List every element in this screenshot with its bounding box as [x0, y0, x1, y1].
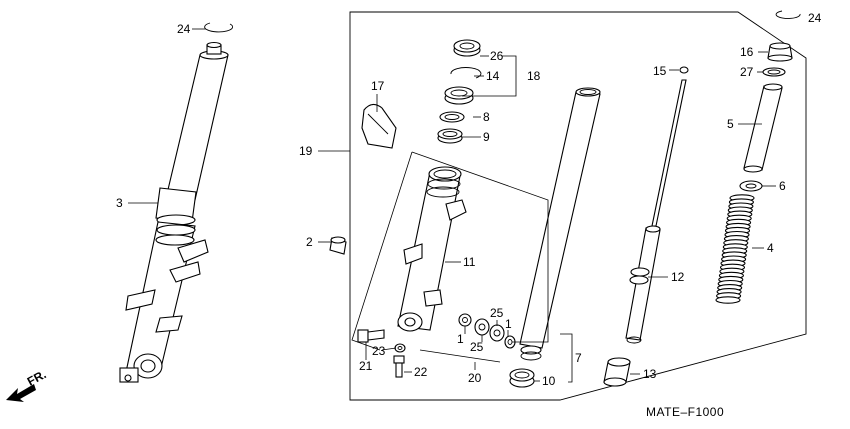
slide-guide-bushing: [437, 128, 463, 144]
callout-27: 27: [740, 65, 754, 79]
spring-coil: [715, 296, 741, 304]
callout-2: 2: [306, 235, 313, 249]
spacer-pipe: [743, 83, 783, 173]
callout-25-upper: 25: [490, 306, 504, 320]
callout-8: 8: [483, 110, 490, 124]
copper-washer: [394, 343, 406, 353]
callout-20: 20: [468, 371, 482, 385]
bracket-7: [560, 333, 573, 383]
direction-label: FR.: [25, 367, 49, 388]
back-up-ring: [439, 111, 465, 123]
callout-3: 3: [116, 196, 123, 210]
stopper-ring: [450, 67, 482, 79]
callout-1-right: 1: [505, 317, 512, 331]
assembled-fork-leg: [119, 41, 229, 383]
front-direction-arrow-icon: [6, 384, 36, 402]
callout-5: 5: [727, 117, 734, 131]
leader-lines: [128, 28, 776, 382]
socket-bolt: [357, 329, 385, 343]
diagram-code: MATE–F1000: [646, 405, 724, 419]
callout-18: 18: [527, 69, 541, 83]
callout-26: 26: [490, 49, 504, 63]
damper-rod: [625, 66, 689, 344]
callout-21: 21: [359, 359, 373, 373]
bushing-left: [474, 318, 490, 336]
slide-bushing: [509, 368, 535, 388]
fork-pipe: [519, 87, 601, 361]
drain-bolt: [393, 355, 405, 378]
callout-12: 12: [671, 270, 685, 284]
callout-6: 6: [779, 179, 786, 193]
bushing-right: [489, 324, 505, 342]
washer-left: [458, 313, 472, 327]
callout-19: 19: [299, 144, 313, 158]
callout-24-left: 24: [177, 22, 191, 36]
dust-seal: [453, 39, 481, 57]
oil-seal: [444, 86, 474, 105]
fork-bolt-cap: [767, 42, 793, 62]
callout-13: 13: [643, 367, 657, 381]
circlip-right: [775, 10, 801, 19]
circlip-left: [204, 22, 234, 33]
reflector: [361, 103, 397, 149]
callout-14: 14: [486, 69, 500, 83]
callout-17: 17: [371, 79, 385, 93]
o-ring: [762, 67, 786, 77]
callout-4: 4: [767, 241, 774, 255]
callout-9: 9: [483, 130, 490, 144]
callout-11: 11: [463, 255, 476, 269]
spring-seat: [739, 180, 763, 192]
bracket-18: [462, 55, 517, 97]
bracket-20: [411, 151, 549, 343]
assembly-outline: [349, 11, 807, 401]
callout-23: 23: [372, 344, 386, 358]
callout-7: 7: [575, 351, 582, 365]
oil-lock-piece: [603, 357, 631, 387]
callout-1-left: 1: [457, 332, 464, 346]
outer-slider: [397, 166, 467, 332]
callout-24-right: 24: [808, 11, 822, 25]
callout-10: 10: [542, 374, 556, 388]
callout-16: 16: [740, 45, 754, 59]
callout-22: 22: [414, 365, 428, 379]
collar: [329, 236, 347, 255]
callout-15: 15: [653, 64, 667, 78]
callout-25-lower: 25: [470, 340, 484, 354]
fork-spring: [715, 194, 755, 304]
